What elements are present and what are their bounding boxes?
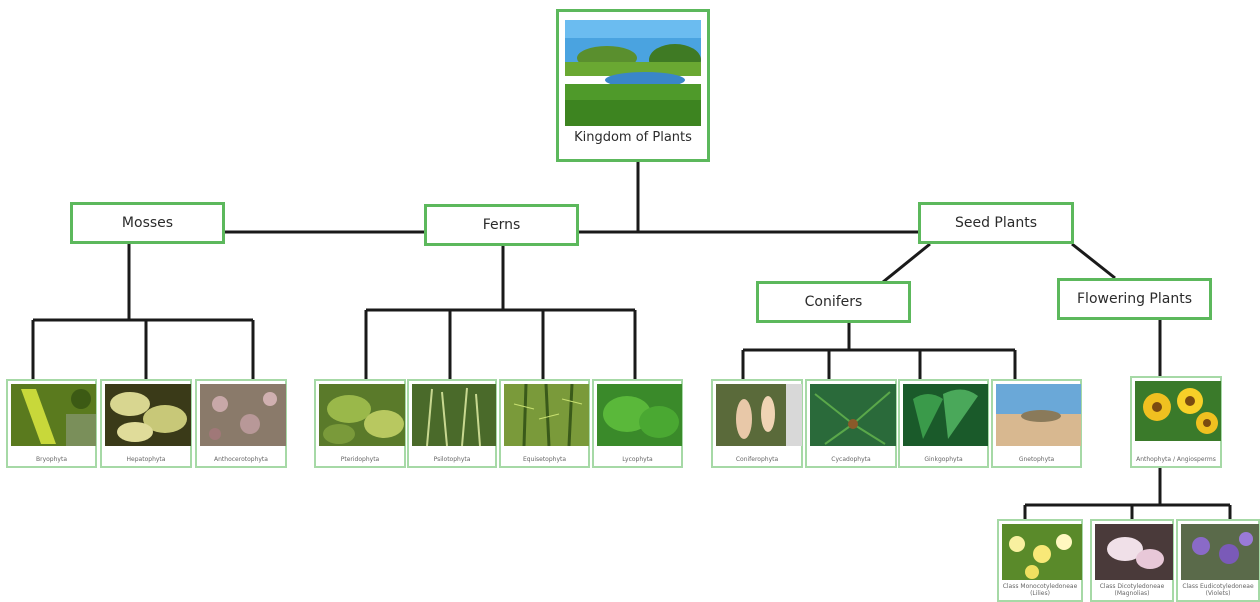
card-label: Anthophyta / Angiosperms bbox=[1136, 456, 1216, 463]
card-bryophyta: Bryophyta bbox=[6, 379, 97, 468]
lilies-image bbox=[1002, 524, 1082, 580]
card-gnetophyta: Gnetophyta bbox=[991, 379, 1082, 468]
group-mosses: Mosses bbox=[70, 202, 225, 244]
group-seed-plants-label: Seed Plants bbox=[954, 215, 1038, 231]
group-ferns: Ferns bbox=[424, 204, 579, 246]
ginkgophyta-image bbox=[903, 384, 988, 446]
card-label: Class Eudicotyledoneae (Violets) bbox=[1182, 583, 1254, 597]
cycadophyta-image bbox=[810, 384, 896, 446]
group-seed-plants: Seed Plants bbox=[918, 202, 1074, 244]
bryophyta-image bbox=[11, 384, 96, 446]
card-lycophyta: Lycophyta bbox=[592, 379, 683, 468]
card-monocots: Class Monocotyledoneae (Lilies) bbox=[997, 519, 1083, 602]
card-label: Lycophyta bbox=[622, 456, 653, 463]
card-label: Equisetophyta bbox=[522, 456, 567, 463]
card-label: Class Dicotyledoneae (Magnolias) bbox=[1099, 583, 1165, 597]
subgroup-conifers: Conifers bbox=[756, 281, 911, 323]
card-coniferophyta: Coniferophyta bbox=[711, 379, 803, 468]
coniferophyta-image bbox=[716, 384, 802, 446]
subgroup-flowering-plants-label: Flowering Plants bbox=[1077, 291, 1192, 307]
card-label: Gnetophyta bbox=[1018, 456, 1055, 463]
psilotophyta-image bbox=[412, 384, 496, 446]
card-pteridophyta: Pteridophyta bbox=[314, 379, 406, 468]
root-node: Kingdom of Plants bbox=[556, 9, 710, 162]
card-anthophyta: Anthophyta / Angiosperms bbox=[1130, 376, 1222, 468]
card-label: Coniferophyta bbox=[735, 456, 779, 463]
subgroup-conifers-label: Conifers bbox=[804, 294, 863, 310]
violets-image bbox=[1181, 524, 1259, 580]
magnolias-image bbox=[1095, 524, 1173, 580]
card-cycadophyta: Cycadophyta bbox=[805, 379, 897, 468]
card-psilotophyta: Psilotophyta bbox=[407, 379, 497, 468]
card-label: Ginkgophyta bbox=[924, 456, 963, 463]
card-dicots: Class Dicotyledoneae (Magnolias) bbox=[1090, 519, 1174, 602]
card-label: Class Monocotyledoneae (Lilies) bbox=[1002, 583, 1078, 597]
pteridophyta-image bbox=[319, 384, 405, 446]
card-label: Anthocerotophyta bbox=[214, 456, 268, 463]
card-ginkgophyta: Ginkgophyta bbox=[898, 379, 989, 468]
hepatophyta-image bbox=[105, 384, 191, 446]
card-label: Psilotophyta bbox=[433, 456, 471, 463]
group-mosses-label: Mosses bbox=[121, 215, 174, 231]
card-label: Hepatophyta bbox=[126, 456, 166, 463]
card-label: Cycadophyta bbox=[831, 456, 871, 463]
lycophyta-image bbox=[597, 384, 682, 446]
anthocerotophyta-image bbox=[200, 384, 286, 446]
card-anthocerotophyta: Anthocerotophyta bbox=[195, 379, 287, 468]
card-equisetophyta: Equisetophyta bbox=[499, 379, 590, 468]
sunflower-image bbox=[1135, 381, 1221, 441]
group-ferns-label: Ferns bbox=[482, 217, 521, 233]
root-label: Kingdom of Plants bbox=[574, 130, 692, 145]
card-label: Pteridophyta bbox=[340, 456, 380, 463]
card-hepatophyta: Hepatophyta bbox=[100, 379, 192, 468]
card-eudicots: Class Eudicotyledoneae (Violets) bbox=[1176, 519, 1260, 602]
subgroup-flowering-plants: Flowering Plants bbox=[1057, 278, 1212, 320]
gnetophyta-image bbox=[996, 384, 1081, 446]
landscape-image bbox=[565, 20, 701, 126]
equisetophyta-image bbox=[504, 384, 589, 446]
card-label: Bryophyta bbox=[36, 456, 67, 463]
